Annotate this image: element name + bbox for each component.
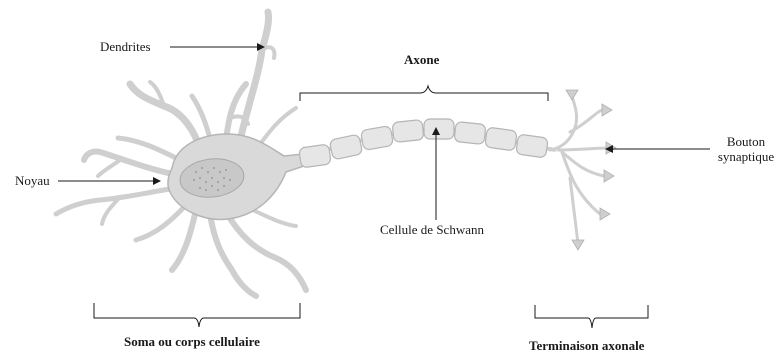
nucleus-label: Noyau	[15, 173, 50, 188]
bouton-label-line1: Bouton	[714, 134, 778, 149]
axon-brace	[300, 86, 548, 101]
synaptic-boutons	[566, 90, 616, 250]
braces	[94, 86, 648, 328]
axon-terminals	[550, 96, 608, 244]
terminal-brace	[535, 305, 648, 328]
schwann-label: Cellule de Schwann	[380, 222, 484, 237]
dendrites-label: Dendrites	[100, 39, 151, 54]
bouton-label: Bouton synaptique	[714, 134, 778, 164]
terminal-label: Terminaison axonale	[529, 338, 644, 353]
soma-brace	[94, 303, 300, 327]
bouton-label-line2: synaptique	[714, 149, 778, 164]
myelin-sheath	[299, 119, 548, 168]
soma-label: Soma ou corps cellulaire	[124, 334, 260, 349]
axon-label: Axone	[404, 52, 439, 67]
